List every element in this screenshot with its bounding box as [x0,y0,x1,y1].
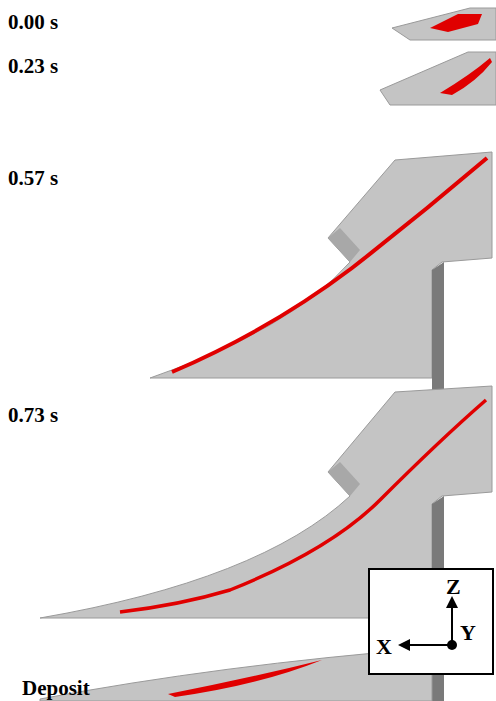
time-label: Deposit [22,678,90,699]
granular-mass [440,58,492,95]
release-plate [392,8,496,40]
time-label: 0.57 s [8,168,58,189]
time-label: 0.73 s [8,405,58,426]
axis-label: Y [460,622,476,644]
release-plate [380,52,496,105]
axis-triad [369,569,493,674]
granular-mass [430,14,482,32]
chute [40,386,492,701]
axis-inset: Z X Y [368,568,494,675]
time-label: 0.00 s [8,12,58,33]
axis-label: X [376,636,392,658]
axis-label: Z [446,576,461,598]
time-label: 0.23 s [8,56,58,77]
